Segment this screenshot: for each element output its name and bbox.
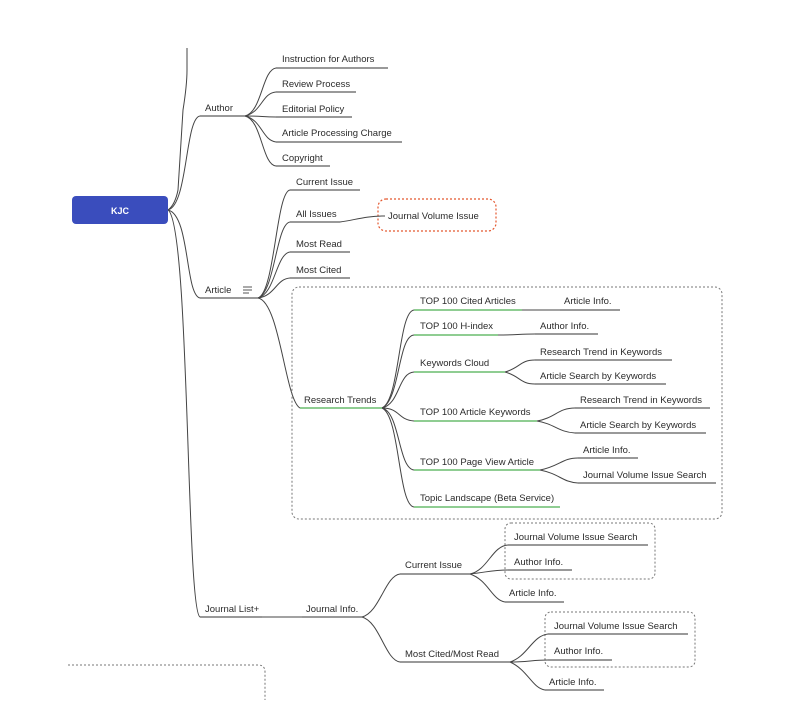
journal-current-issue-search[interactable]: Journal Volume Issue Search bbox=[514, 532, 638, 543]
keywords-cloud-research-trend[interactable]: Research Trend in Keywords bbox=[540, 347, 662, 358]
author-item-copyright[interactable]: Copyright bbox=[282, 153, 323, 164]
article-all-issues[interactable]: All Issues bbox=[296, 209, 337, 220]
author-node[interactable]: Author bbox=[205, 103, 233, 114]
article-node[interactable]: Article bbox=[205, 285, 231, 296]
top100-hindex-author-info[interactable]: Author Info. bbox=[540, 321, 589, 332]
most-cited-read-node[interactable]: Most Cited/Most Read bbox=[405, 649, 499, 660]
most-cited-read-article-info[interactable]: Article Info. bbox=[549, 677, 597, 688]
journal-most-cited-group-box bbox=[544, 611, 696, 668]
author-item-review[interactable]: Review Process bbox=[282, 79, 350, 90]
mindmap-edges bbox=[167, 48, 579, 691]
journal-volume-issue-node[interactable]: Journal Volume Issue bbox=[388, 211, 479, 222]
top100-cited-node[interactable]: TOP 100 Cited Articles bbox=[420, 296, 516, 307]
top100-hindex-node[interactable]: TOP 100 H-index bbox=[420, 321, 493, 332]
keywords-cloud-article-search[interactable]: Article Search by Keywords bbox=[540, 371, 656, 382]
journal-current-issue-node[interactable]: Current Issue bbox=[405, 560, 462, 571]
article-current-issue[interactable]: Current Issue bbox=[296, 177, 353, 188]
journal-current-issue-article-info[interactable]: Article Info. bbox=[509, 588, 557, 599]
journal-volume-issue-highlight-box bbox=[377, 198, 497, 232]
top100-pageview-article-info[interactable]: Article Info. bbox=[583, 445, 631, 456]
research-trends-group-box bbox=[291, 286, 723, 520]
journal-info-node[interactable]: Journal Info. bbox=[306, 604, 358, 615]
research-trends-node[interactable]: Research Trends bbox=[304, 395, 377, 406]
author-item-apc[interactable]: Article Processing Charge bbox=[282, 128, 392, 139]
top100-pageview-node[interactable]: TOP 100 Page View Article bbox=[420, 457, 534, 468]
article-most-read[interactable]: Most Read bbox=[296, 239, 342, 250]
author-item-editorial[interactable]: Editorial Policy bbox=[282, 104, 345, 115]
root-node[interactable] bbox=[72, 196, 168, 224]
author-item-instruction[interactable]: Instruction for Authors bbox=[282, 54, 375, 65]
topic-landscape-node[interactable]: Topic Landscape (Beta Service) bbox=[420, 493, 554, 504]
journal-current-issue-author-info[interactable]: Author Info. bbox=[514, 557, 563, 568]
keywords-cloud-node[interactable]: Keywords Cloud bbox=[420, 358, 489, 369]
top100-keywords-node[interactable]: TOP 100 Article Keywords bbox=[420, 407, 531, 418]
journal-list-node[interactable]: Journal List+ bbox=[205, 604, 260, 615]
article-most-cited[interactable]: Most Cited bbox=[296, 265, 341, 276]
most-cited-read-journal-search[interactable]: Journal Volume Issue Search bbox=[554, 621, 678, 632]
top100-cited-article-info[interactable]: Article Info. bbox=[564, 296, 612, 307]
root-label: KJC bbox=[111, 206, 130, 216]
most-cited-read-author-info[interactable]: Author Info. bbox=[554, 646, 603, 657]
notes-icon[interactable] bbox=[243, 286, 252, 294]
journal-current-issue-group-box bbox=[504, 522, 656, 580]
top100-keywords-article-search[interactable]: Article Search by Keywords bbox=[580, 420, 696, 431]
node-underlines bbox=[200, 67, 716, 691]
top100-pageview-journal-search[interactable]: Journal Volume Issue Search bbox=[583, 470, 707, 481]
offscreen-group-box bbox=[68, 664, 266, 700]
top100-keywords-research-trend[interactable]: Research Trend in Keywords bbox=[580, 395, 702, 406]
